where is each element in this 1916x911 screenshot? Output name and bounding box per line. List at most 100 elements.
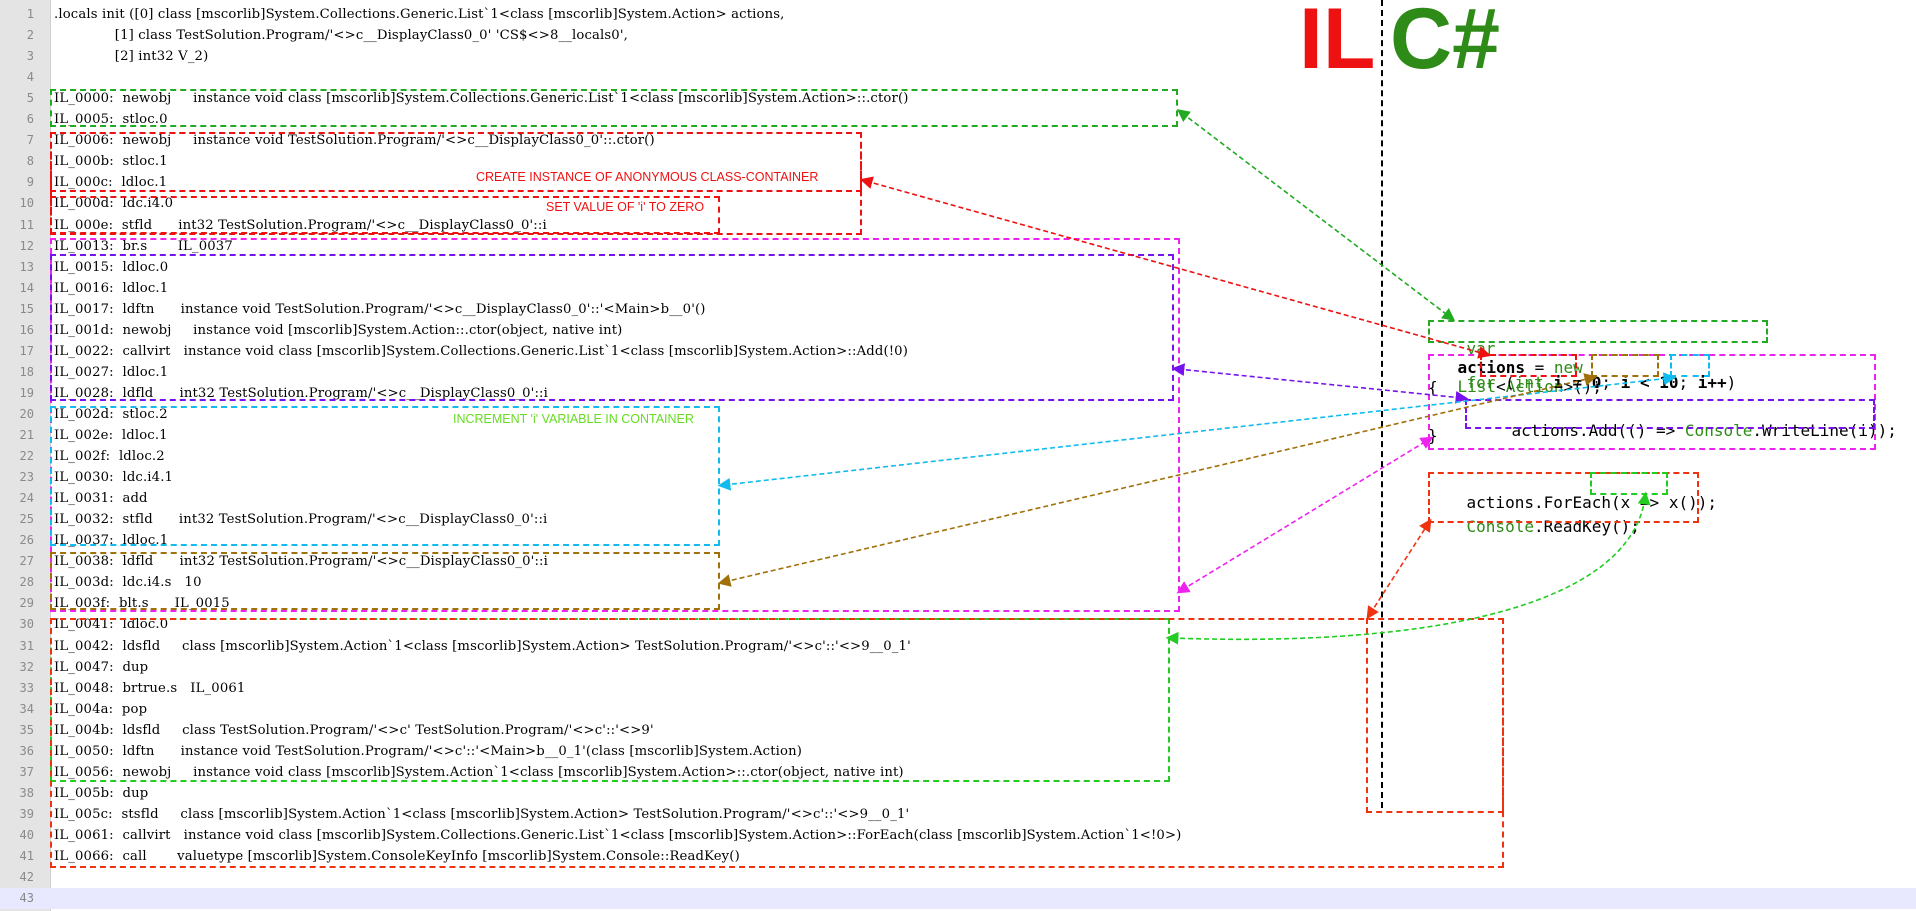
code-line[interactable]: 42 <box>0 867 1916 888</box>
line-number: 10 <box>19 196 34 211</box>
code-text: IL_000c: ldloc.1 <box>54 175 168 191</box>
set-zero-note: SET VALUE OF 'i' TO ZERO <box>546 200 705 214</box>
code-text: IL_005c: stsfld class [mscorlib]System.A… <box>54 806 910 822</box>
line-number: 43 <box>19 891 34 906</box>
line-number: 13 <box>19 259 34 274</box>
code-text: IL_002d: stloc.2 <box>54 406 168 422</box>
line-number: 20 <box>19 406 34 421</box>
line-number: 1 <box>26 7 34 21</box>
line-number: 39 <box>19 806 34 821</box>
code-text: [2] int32 V_2) <box>54 49 209 65</box>
code-line[interactable]: 7 IL_0006: newobj instance void TestSolut… <box>0 130 1916 151</box>
code-line[interactable]: 39 IL_005c: stsfld class [mscorlib]System… <box>0 804 1916 825</box>
line-number: 41 <box>19 849 34 863</box>
line-number: 6 <box>26 112 34 127</box>
line-number: 7 <box>26 133 34 148</box>
arrow-increment <box>717 372 1677 491</box>
code-text: IL_0048: brtrue.s IL_0061 <box>54 680 246 696</box>
csharp-title: C# <box>1390 0 1500 87</box>
code-line[interactable]: 3 [2] int32 V_2) <box>0 46 1916 67</box>
code-line[interactable]: 1 .locals init ([0] class [mscorlib]Syste… <box>0 4 1916 25</box>
code-text: IL_0038: ldfld int32 TestSolution.Progra… <box>54 554 549 570</box>
line-number: 16 <box>19 322 34 337</box>
code-text: IL_004b: ldsfld class TestSolution.Progr… <box>54 722 654 738</box>
cs-foreach-end: ); <box>1697 493 1717 512</box>
line-number: 34 <box>19 701 34 716</box>
cs-writeline: .WriteLine(i)); <box>1752 421 1897 440</box>
code-text: [1] class TestSolution.Program/'<>c__Dis… <box>54 28 628 44</box>
line-number: 42 <box>19 870 34 885</box>
code-text: IL_0041: ldloc.0 <box>54 617 169 633</box>
code-line[interactable]: 20 IL_002d: stloc.2 <box>0 404 1916 425</box>
code-line[interactable]: 30 IL_0041: ldloc.0 <box>0 614 1916 635</box>
code-text: IL_004a: pop <box>54 701 148 717</box>
code-line[interactable]: 36 IL_0050: ldftn instance void TestSolut… <box>0 741 1916 762</box>
line-number: 40 <box>19 827 34 842</box>
line-number: 36 <box>19 743 34 758</box>
code-line[interactable]: 4 <box>0 67 1916 88</box>
arrow-foreach-lambda <box>1165 491 1651 645</box>
line-number: 15 <box>19 301 34 316</box>
arrow-create-instance <box>859 176 1492 359</box>
line-number: 9 <box>26 175 34 190</box>
increment-note: INCREMENT 'i' VARIABLE IN CONTAINER <box>453 412 694 426</box>
code-text: .locals init ([0] class [mscorlib]System… <box>54 7 785 22</box>
code-text: IL_005b: dup <box>54 785 149 801</box>
set-zero-box <box>50 196 720 234</box>
code-line[interactable]: 2 [1] class TestSolution.Program/'<>c__D… <box>0 25 1916 46</box>
code-text: IL_0066: call valuetype [mscorlib]System… <box>54 849 740 864</box>
code-line[interactable]: 9 IL_000c: ldloc.1 <box>0 172 1916 193</box>
line-number: 28 <box>19 575 34 590</box>
cs-eq: = <box>1524 358 1554 377</box>
line-number: 12 <box>19 238 34 253</box>
line-number: 37 <box>19 764 34 779</box>
code-text: IL_0031: add <box>54 491 148 507</box>
code-line[interactable]: 35 IL_004b: ldsfld class TestSolution.Pro… <box>0 720 1916 741</box>
code-text: IL_0032: stfld int32 TestSolution.Progra… <box>54 512 548 528</box>
line-number: 30 <box>19 617 34 632</box>
cs-for-close: ) <box>1726 373 1737 392</box>
line-number: 35 <box>19 722 34 737</box>
code-text: IL_0000: newobj instance void class [msc… <box>54 91 909 107</box>
code-text: IL_0028: ldfld int32 TestSolution.Progra… <box>54 385 549 401</box>
line-number: 26 <box>19 533 34 548</box>
arrow-condition <box>717 373 1598 587</box>
code-text: IL_002e: ldloc.1 <box>54 428 168 443</box>
code-text: IL_0006: newobj instance void TestSoluti… <box>54 133 655 149</box>
code-line[interactable]: 41 IL_0066: call valuetype [mscorlib]Syst… <box>0 846 1916 867</box>
code-line[interactable]: 43 <box>0 888 1916 910</box>
code-text: IL_0050: ldftn instance void TestSolutio… <box>54 743 803 759</box>
code-text: IL_003f: blt.s IL_0015 <box>54 596 230 612</box>
cs-var-name: actions <box>1457 358 1525 377</box>
code-line[interactable]: 34 IL_004a: pop <box>0 699 1916 720</box>
line-number: 3 <box>26 49 34 64</box>
